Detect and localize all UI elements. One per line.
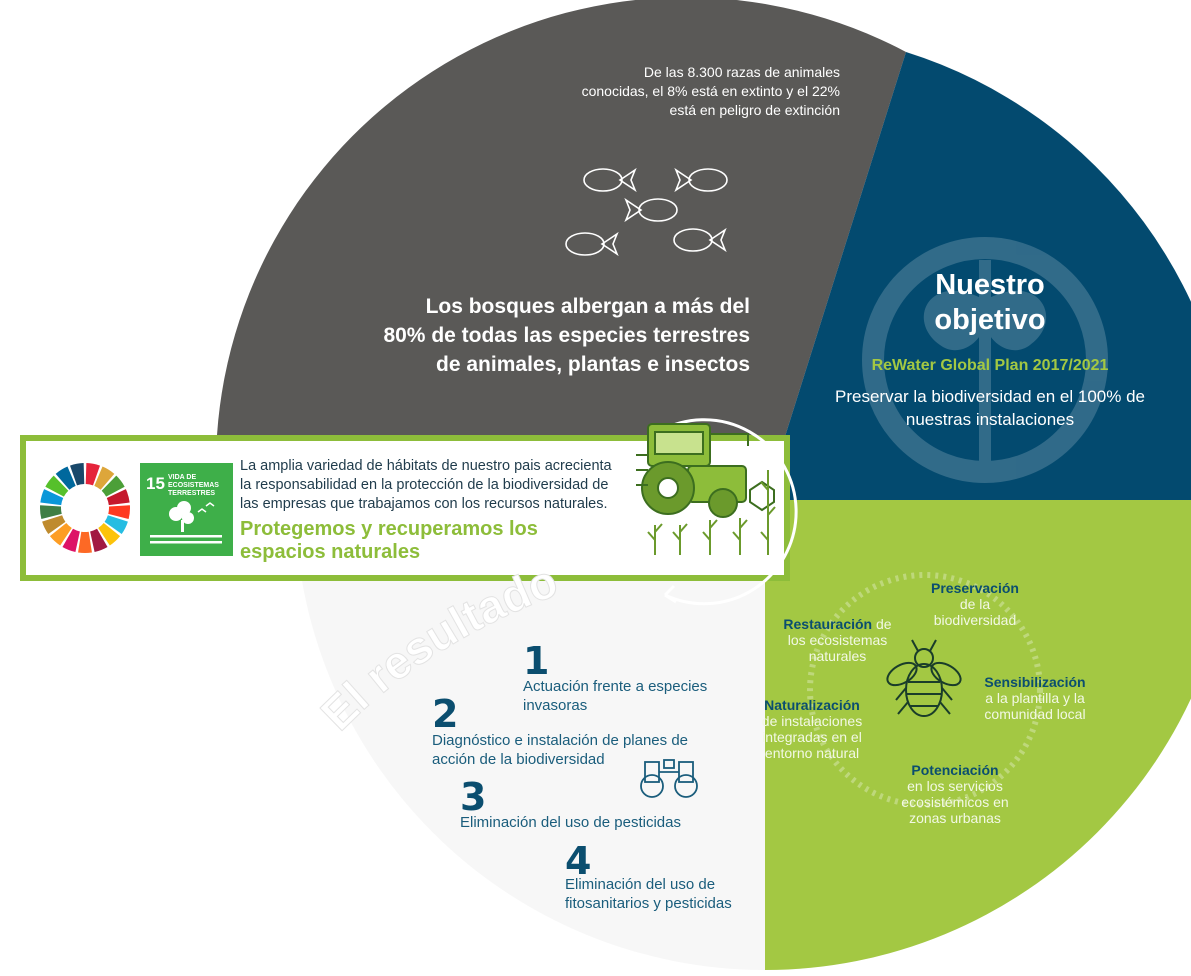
sdg-wheel-segment [106, 489, 130, 506]
step-2-text: Diagnóstico e instalación de planes de a… [432, 732, 689, 768]
step-1-text: Actuación frente a especies invasoras [523, 678, 708, 714]
sdg-wheel-segment [45, 475, 69, 497]
sdg-wheel-segment [62, 528, 80, 552]
step-4-text: Eliminación del uso de fitosanitarios y … [565, 876, 732, 912]
actions-segment [765, 500, 1191, 970]
action-naturalizacion-keyword: Naturalización [764, 697, 860, 713]
sdg-wheel-icon [40, 463, 130, 553]
objective-plan: ReWater Global Plan 2017/2021 [871, 357, 1109, 374]
sdg-wheel-segment [42, 515, 66, 535]
banner-highlight: Protegemos y recuperamos los espacios na… [240, 518, 538, 563]
cycle-arrow-icon [659, 418, 798, 606]
banner-text: La amplia variedad de hábitats de nuestr… [240, 458, 612, 512]
sdg-wheel-segment [90, 528, 108, 552]
sdg-wheel-segment [40, 489, 64, 506]
sdg-wheel-segment [104, 515, 128, 535]
corn-icon [647, 470, 776, 555]
objective-segment [765, 52, 1191, 500]
sdg-wheel-segment [55, 466, 76, 490]
step-2-number: 2 [432, 692, 459, 736]
action-sensibilizacion: Sensibilización a la plantilla y la comu… [975, 674, 1095, 722]
sdg-wheel-segment [94, 466, 115, 490]
fish-icon [565, 231, 619, 257]
sdg-wheel-segment [108, 505, 130, 520]
sdg-wheel-segment [85, 463, 100, 486]
step-1-number: 1 [523, 639, 550, 683]
action-potenciacion-keyword: Potenciación [911, 762, 999, 778]
step-4-number: 4 [565, 839, 592, 883]
tree-icon [150, 501, 222, 544]
action-restauracion: Restauración de los ecosistemas naturale… [775, 616, 900, 664]
sdg-wheel-segment [101, 475, 125, 497]
bee-icon [886, 639, 962, 717]
action-restauracion-text-2: los ecosistemas naturales [787, 632, 888, 664]
bee-ring [807, 572, 1043, 808]
sdg15-number: 15 [146, 474, 165, 493]
action-restauracion-text-1: de [872, 616, 892, 632]
action-restauracion-keyword: Restauración [783, 616, 873, 632]
fish-icon [674, 167, 728, 193]
sdg-wheel-segment [70, 463, 85, 486]
action-potenciacion: Potenciación en los servicios ecosistémi… [890, 762, 1020, 826]
objective-title: Nuestro objetivo [934, 269, 1046, 336]
threat-segment [217, 0, 906, 500]
sdg-wheel-segment [98, 523, 121, 546]
threat-fact: De las 8.300 razas de animales conocidas… [581, 64, 840, 118]
fish-group [565, 167, 728, 257]
leaf-logo-icon [862, 237, 1108, 483]
harvester-icon [636, 423, 775, 518]
action-naturalizacion: Naturalización de instalaciones integrad… [752, 697, 872, 761]
fish-icon [673, 227, 727, 253]
action-preservacion-keyword: Preservación [931, 580, 1019, 596]
sdg-wheel-segment [78, 531, 92, 553]
action-naturalizacion-text: de instalaciones integradas en el entorn… [761, 713, 863, 761]
action-sensibilizacion-keyword: Sensibilización [984, 674, 1086, 690]
action-preservacion: Preservación de la biodiversidad [915, 580, 1035, 628]
binoculars-icon [640, 759, 698, 798]
action-sensibilizacion-text: a la plantilla y la comunidad local [984, 690, 1086, 722]
fish-icon [624, 197, 678, 223]
sdg-wheel-segment [49, 523, 72, 546]
step-3-text: Eliminación del uso de pesticidas [460, 814, 681, 831]
sdg15-label: VIDA DE ECOSISTEMAS TERRESTRES [168, 474, 219, 497]
sdg-wheel-segment [40, 505, 62, 520]
objective-goal: Preservar la biodiversidad en el 100% de… [835, 387, 1145, 429]
fish-icon [583, 167, 637, 193]
action-potenciacion-text: en los servicios ecosistémicos en zonas … [901, 778, 1009, 826]
action-preservacion-text: de la biodiversidad [933, 596, 1017, 628]
threat-headline: Los bosques albergan a más del 80% de to… [383, 295, 750, 376]
step-3-number: 3 [460, 775, 487, 819]
